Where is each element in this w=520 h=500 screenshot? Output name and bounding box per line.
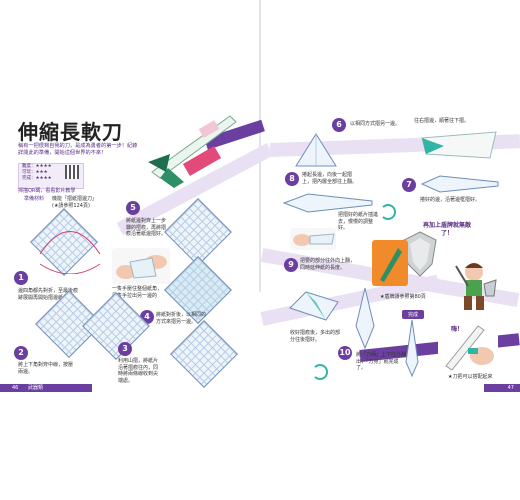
step-number-3: 3: [118, 342, 132, 356]
step-number-1: 1: [14, 271, 28, 285]
hand-fold-photo: [112, 248, 170, 284]
footer-right: 47: [484, 384, 520, 392]
finished-sword-diagram: [405, 319, 419, 378]
step9-diagram: [289, 291, 339, 321]
step-number-2: 2: [14, 346, 28, 360]
step7-note: 捲好的邊，沿著邊框摺好。: [420, 197, 481, 203]
hand-press-photo: [290, 228, 336, 250]
page-number-left: 46: [12, 385, 19, 391]
step8-hint: 把摺好的紙片插進去，慢慢的調整好。: [338, 212, 379, 231]
hero-character-illustration: [455, 263, 497, 310]
step4-text: 將紙對折後，以相同的方式來摺另一邊。: [156, 312, 207, 325]
step6-text: 以相同方式摺另一邊。: [350, 121, 401, 127]
finish-badge: 完成: [402, 310, 425, 319]
qr-code-icon[interactable]: [65, 165, 79, 179]
hand-bubble: 嗨！: [450, 326, 463, 333]
step1-text: 邊四角都先對折，至最後痕跡展開再開始摺邊紙。: [18, 288, 79, 301]
step-number-8: 8: [285, 172, 299, 186]
intro-text: 稱有一把很夠自我的刀，是成為勇者的第一步！紀錄詳閱此的準備，開始這個世界的不來！: [18, 143, 138, 156]
material-text: 機能「摺紙摺邊刀」 (★請參照124頁): [52, 196, 98, 209]
step10-text: 將「刀柄」上下往外翻出，「刀身」就完成了。: [356, 352, 407, 371]
step-number-9: 9: [284, 258, 298, 272]
fold-arrow-icon: [39, 231, 101, 274]
page-title: 伸縮長軟刀: [18, 120, 123, 144]
step5-text: 將紙邊對齊上一步驟的摺痕，再將摺痕沿著紙邊摺好。: [126, 218, 167, 237]
finished-sword-photo: [438, 318, 498, 372]
step3-text: 利用山摺，將紙片沿著摺痕往內，同時將兩條線收到尖端處。: [118, 358, 159, 384]
finish-caption: ★刀把可以搭配起來: [448, 374, 493, 380]
step8-text: 捲起長邊，向後一起摺上，把內層全部往上翻。: [302, 172, 358, 185]
difficulty-row: 完成：★★★★: [22, 176, 52, 181]
step10-diagram: [355, 287, 375, 350]
step6-diagram: [295, 133, 337, 167]
step8-diagram: [282, 193, 373, 213]
step2-text: 將上下角對齊中線，按壓兩邊。: [18, 362, 74, 375]
difficulty-note: 掃描QR碼，看看影片教學: [18, 188, 76, 194]
rotate-arrow-icon: [380, 204, 396, 220]
rotate-arrow-icon: [312, 364, 328, 380]
orange-sword-photo: [372, 240, 408, 286]
step-number-10: 10: [338, 346, 352, 360]
footer-category-label: 武器類: [27, 385, 43, 391]
page-number-right: 47: [507, 385, 514, 391]
footer-category: 46 武器類: [0, 384, 92, 392]
step-number-7: 7: [402, 178, 416, 192]
difficulty-row: 可玩：★★★: [22, 170, 48, 175]
step-number-5: 5: [126, 201, 140, 215]
step7-diagram: [420, 175, 499, 193]
shield-photo: [403, 231, 437, 277]
material-label: 準備材料: [24, 196, 45, 202]
step5-note: 往右摺邊，順著往下摺。: [414, 118, 470, 124]
step10-note: 收好摺痕後，多出的部分往後摺好。: [290, 330, 341, 343]
step-number-6: 6: [332, 118, 346, 132]
step9-text: 把要的部分往外向上翻，同時延伸紙的長度。: [300, 258, 356, 271]
folded-blade-photo: [421, 131, 497, 159]
difficulty-row: 難度：★★★★: [22, 164, 52, 169]
small-caption: ★盾牌請參照第80頁: [380, 294, 426, 300]
shield-bubble-text: 再加上盾牌就無敵了！: [422, 222, 471, 237]
hero-sword-photo: [148, 115, 237, 188]
